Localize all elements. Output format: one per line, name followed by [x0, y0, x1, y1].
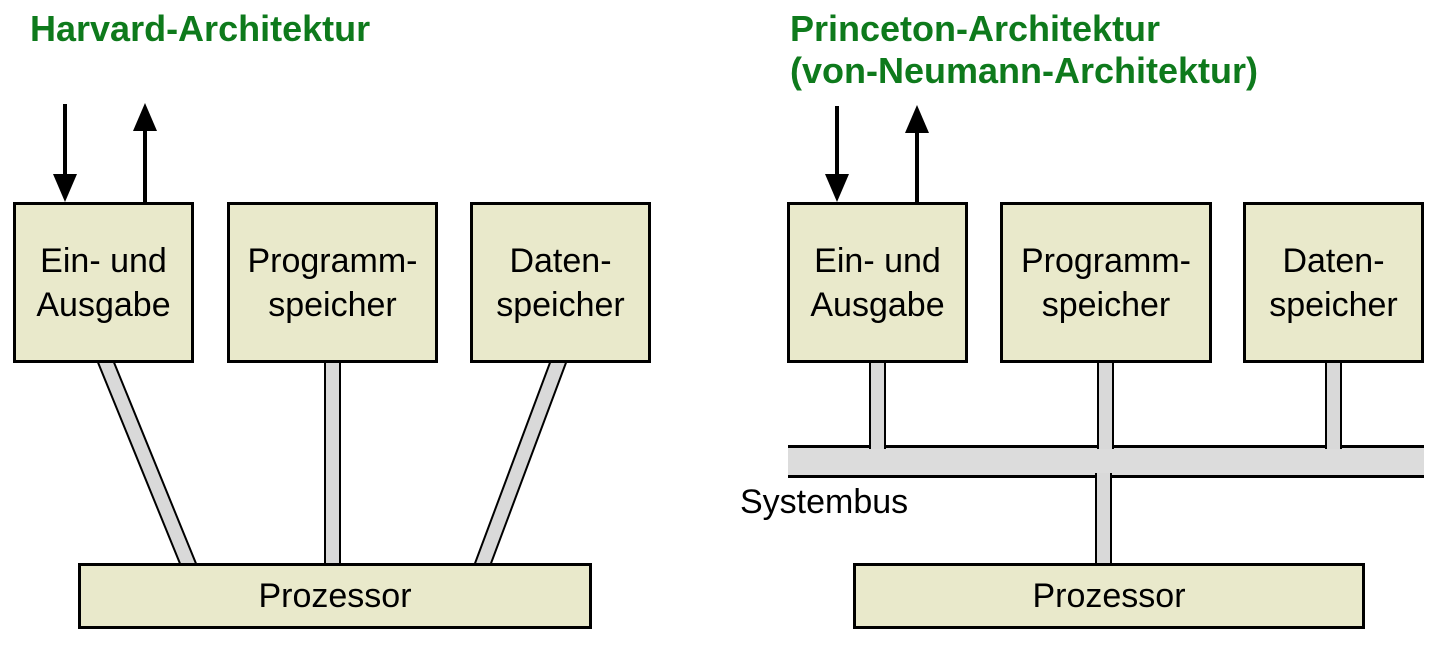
harvard-title: Harvard-Architektur [30, 8, 370, 50]
harvard-data-memory-box: Daten- speicher [470, 202, 651, 363]
harvard-program-to-processor-connector [324, 359, 341, 567]
princeton-title-line1: Princeton-Architektur [790, 8, 1161, 49]
harvard-program-label-line2: speicher [268, 285, 397, 324]
princeton-data-memory-box: Daten- speicher [1243, 202, 1424, 363]
harvard-program-memory-box: Programm- speicher [227, 202, 438, 363]
harvard-processor-label: Prozessor [258, 576, 412, 615]
harvard-io-box: Ein- und Ausgabe [13, 202, 194, 363]
princeton-io-label-line2: Ausgabe [810, 285, 945, 324]
harvard-input-arrow-icon [53, 104, 77, 202]
harvard-program-label-line1: Programm- [247, 241, 418, 280]
harvard-data-label-line2: speicher [496, 285, 625, 324]
princeton-title-line2: (von-Neumann-Architektur) [790, 50, 1259, 91]
princeton-io-label-line1: Ein- und [814, 241, 941, 280]
bus-to-processor-connector [1095, 473, 1112, 566]
princeton-data-label-line1: Daten- [1282, 241, 1385, 280]
princeton-title: Princeton-Architektur (von-Neumann-Archi… [790, 8, 1258, 92]
princeton-io-to-bus-connector [869, 360, 886, 449]
harvard-data-to-processor-connector [472, 359, 569, 567]
harvard-processor-box: Prozessor [78, 563, 592, 629]
princeton-processor-label: Prozessor [1032, 576, 1186, 615]
system-bus-label: Systembus [740, 483, 909, 521]
harvard-data-label-line1: Daten- [509, 241, 612, 280]
princeton-output-arrow-icon [905, 105, 929, 202]
princeton-program-to-bus-connector [1097, 360, 1114, 449]
princeton-program-memory-box: Programm- speicher [1000, 202, 1212, 363]
princeton-program-label-line2: speicher [1041, 285, 1171, 324]
princeton-io-box: Ein- und Ausgabe [787, 202, 968, 363]
princeton-input-arrow-icon [825, 106, 849, 202]
princeton-program-label-line1: Programm- [1020, 241, 1192, 280]
princeton-processor-box: Prozessor [853, 563, 1365, 629]
princeton-data-to-bus-connector [1325, 360, 1342, 449]
harvard-io-label-line1: Ein- und [40, 241, 167, 280]
harvard-output-arrow-icon [133, 103, 157, 202]
princeton-data-label-line2: speicher [1269, 285, 1398, 324]
harvard-title-line1: Harvard-Architektur [30, 8, 371, 49]
harvard-io-label-line2: Ausgabe [36, 285, 171, 324]
harvard-io-to-processor-connector [95, 359, 199, 567]
